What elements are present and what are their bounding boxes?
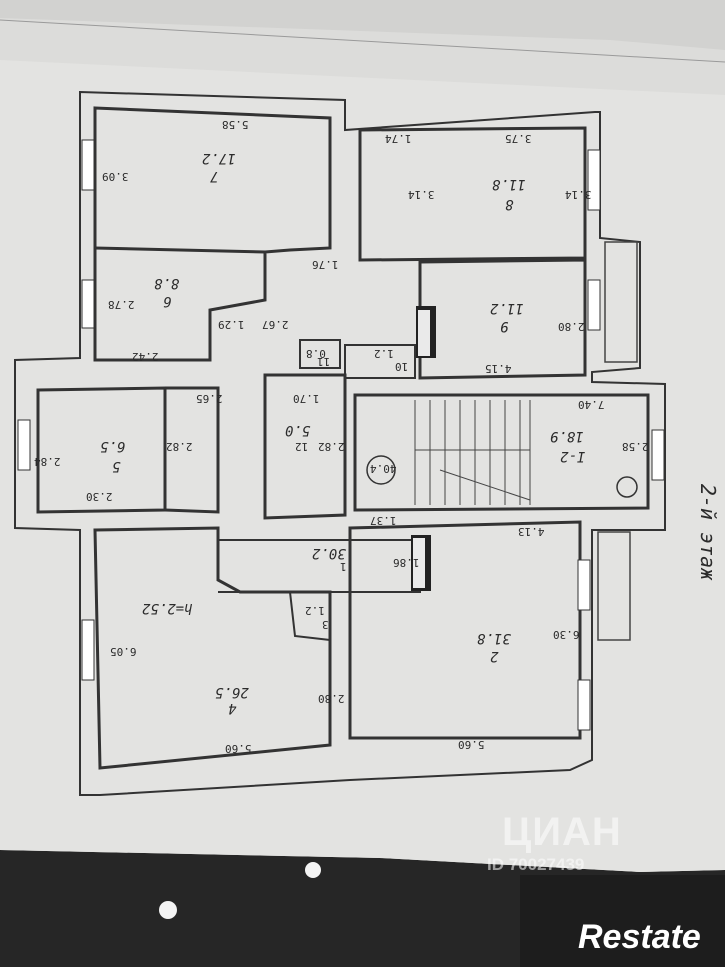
room-5-number: 5: [112, 458, 121, 474]
dim-label: 5.60: [225, 742, 252, 755]
dim-label: 7.40: [578, 398, 605, 411]
room-6-area: 8.8: [154, 275, 180, 291]
dim-label: 2.82: [318, 440, 345, 453]
dim-label: 2.80: [318, 692, 345, 705]
room-6-number: 6: [163, 293, 172, 309]
dim-label: 5.58: [222, 118, 249, 131]
dim-label: 2.84: [34, 455, 61, 468]
cian-watermark: ЦИАН: [502, 810, 622, 854]
dim-label: 3.14: [408, 188, 435, 201]
dim-label: 2.65: [196, 392, 223, 405]
dim-label: 1.86: [393, 556, 420, 569]
dim-label: 3.75: [505, 132, 532, 145]
listing-id-watermark: ID 70027439: [487, 855, 585, 874]
room-I2-number: I-2: [560, 448, 586, 464]
room-11-area: 0.8: [306, 347, 326, 360]
room-8-number: 8: [505, 196, 514, 212]
room-9-number: 9: [500, 318, 509, 334]
room-1-number: 1: [340, 560, 347, 573]
room-12-area: 5.0: [285, 422, 311, 438]
dim-label: 3.14: [565, 188, 592, 201]
dim-label: 6.30: [553, 628, 580, 641]
room-2-area: 31.8: [477, 630, 511, 646]
dim-label: 1.70: [293, 392, 320, 405]
ceiling-height-note: h=2.52: [142, 600, 193, 616]
dim-label: 2.42: [132, 350, 159, 363]
dim-label: 2.82: [166, 440, 193, 453]
dim-label: 2.30: [86, 490, 113, 503]
restate-logo: Restate: [578, 918, 701, 956]
room-2-number: 2: [490, 648, 499, 664]
room-3-number: 3: [322, 618, 329, 631]
dim-label: 4.13: [518, 525, 545, 538]
room-8-area: 11.8: [492, 176, 526, 192]
room-I2-area: 18.9: [550, 428, 584, 444]
dim-label: 2.78: [108, 298, 135, 311]
room-4-area: 26.5: [215, 684, 249, 700]
room-1-area: 30.2: [312, 545, 346, 561]
room-12-number: 12: [295, 440, 309, 453]
room-4-number: 4: [228, 700, 237, 716]
room-3-area: 1.2: [305, 604, 325, 617]
dim-label: 3.09: [102, 170, 129, 183]
dim-label: 6.05: [110, 645, 137, 658]
dim-label: 2.80: [558, 320, 585, 333]
dim-label: 1.74: [385, 132, 412, 145]
dim-label: 1.29: [218, 318, 245, 331]
dim-label: 1.37: [370, 514, 397, 527]
room-5-area: 6.5: [100, 438, 126, 454]
dim-label: 2.67: [262, 318, 289, 331]
room-9-area: 11.2: [490, 300, 524, 316]
dim-label: 2.58: [622, 440, 649, 453]
room-7-number: 7: [210, 168, 219, 184]
room-7-area: 17.2: [202, 150, 236, 166]
dim-label: 4.15: [485, 362, 512, 375]
plan-title: 2-й этаж: [696, 483, 721, 581]
dim-label: 1.76: [312, 258, 339, 271]
misc-note: 40.4: [370, 462, 397, 475]
room-10-area: 1.2: [374, 347, 394, 360]
dim-label: 5.60: [458, 738, 485, 751]
room-10-number: 10: [395, 360, 409, 373]
